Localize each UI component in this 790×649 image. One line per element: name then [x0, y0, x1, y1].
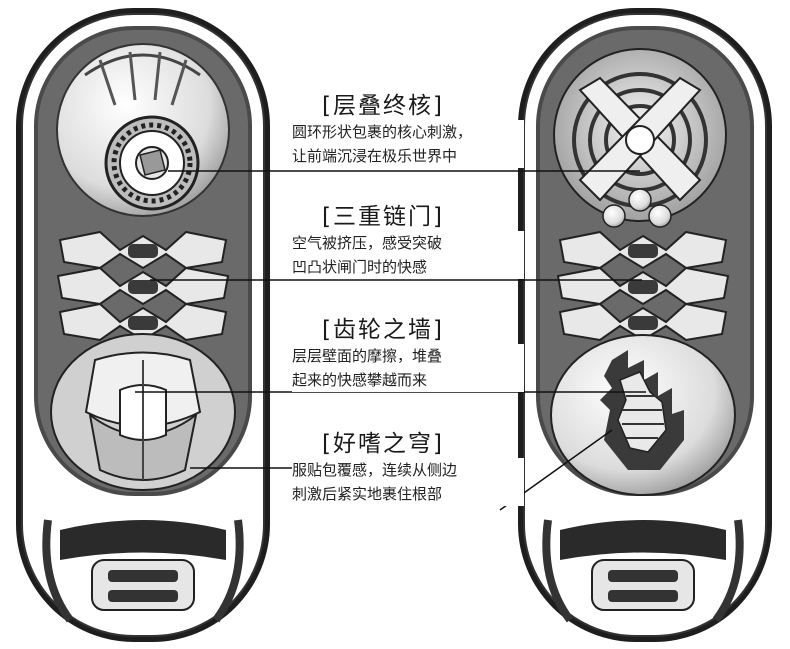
description-line: 起来的快感攀越而来	[292, 371, 428, 389]
description-line: 凹凸状闸门时的快感	[292, 258, 428, 276]
description-line: 空气被挤压，感受突破	[292, 234, 443, 252]
section-description: 层层壁面的摩擦，堆叠 起来的快感攀越而来	[292, 344, 524, 392]
description-line: 层层壁面的摩擦，堆叠	[292, 347, 443, 365]
left-device	[16, 8, 270, 642]
section-title: [齿轮之墙]	[322, 317, 444, 343]
section-title: [三重链门]	[322, 204, 444, 230]
description-line: 刺激后紧实地裹住根部	[292, 485, 443, 503]
description-line: 让前端沉浸在极乐世界中	[292, 147, 458, 165]
section-title: [层叠终核]	[322, 93, 444, 119]
section-title: [好嗜之穹]	[322, 431, 444, 457]
description-line: 服贴包覆感，连续从侧边	[292, 461, 458, 479]
right-device	[518, 8, 772, 642]
section-description: 空气被挤压，感受突破 凹凸状闸门时的快感	[292, 231, 524, 279]
description-line: 圆环形状包裹的核心刺激，	[292, 123, 473, 141]
section-description: 圆环形状包裹的核心刺激， 让前端沉浸在极乐世界中	[292, 120, 524, 168]
section-description: 服贴包覆感，连续从侧边 刺激后紧实地裹住根部	[292, 458, 524, 506]
